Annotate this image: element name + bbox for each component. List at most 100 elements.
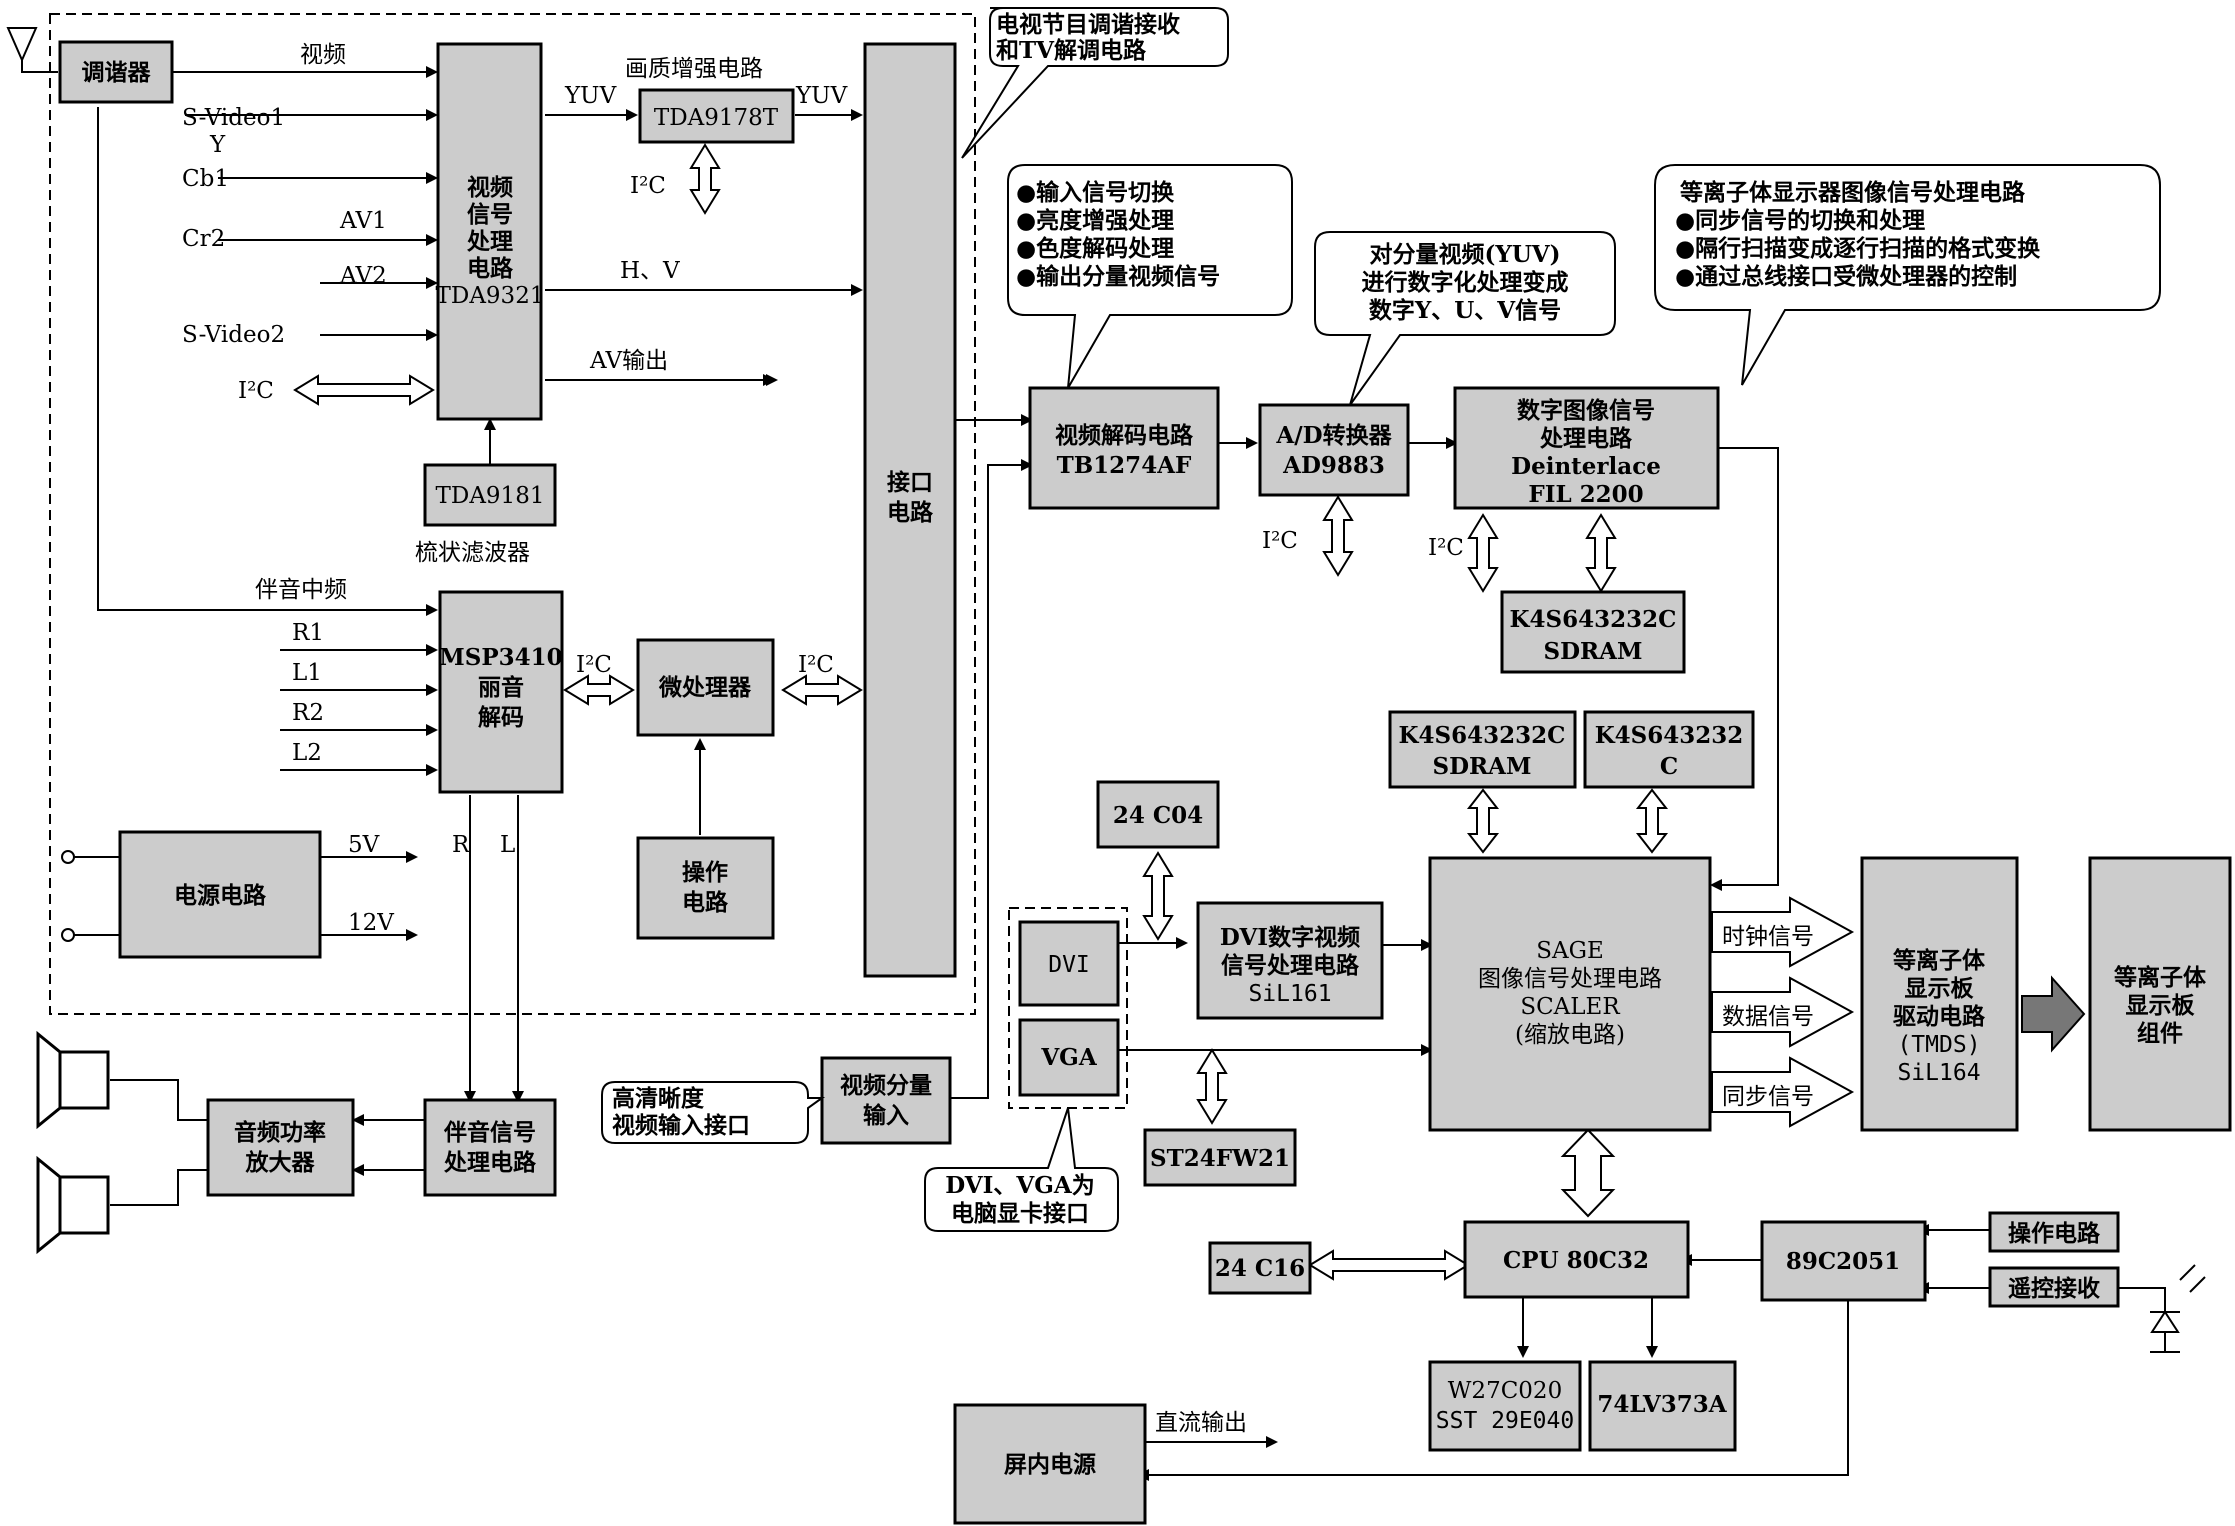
- label-cr2: Cr2: [182, 226, 225, 252]
- operation-circuit-block: 操作 电路: [636, 836, 775, 940]
- interface-line: 电路: [887, 499, 934, 526]
- callout-tuning: 电视节目调谐接收 和TV解调电路: [961, 7, 1229, 159]
- label-l: L: [500, 832, 515, 858]
- vga-label: VGA: [1040, 1044, 1097, 1071]
- label-i2c-5: I²C: [1262, 528, 1298, 554]
- label-yuv-out: YUV: [795, 83, 848, 109]
- label-12v: 12V: [348, 910, 394, 936]
- tda9181-label: TDA9181: [436, 483, 545, 509]
- component-input-line: 视频分量: [840, 1072, 932, 1099]
- label-5v: 5V: [348, 832, 380, 858]
- label-hv: H、V: [620, 258, 680, 284]
- panel-output-arrow: [2021, 975, 2086, 1053]
- label-enhance: 画质增强电路: [625, 56, 763, 82]
- pdp-driver-line: 驱动电路: [1893, 1003, 1986, 1030]
- eeprom-24c16-block: 24 C16: [1208, 1241, 1312, 1295]
- signal-arrows: [1711, 896, 1855, 1128]
- audio-amp-line: 音频功率: [234, 1119, 326, 1146]
- pdp-driver-block: 等离子体 显示板 驱动电路 (TMDS) SiL164: [1860, 856, 2019, 1132]
- interface-line: 接口: [887, 469, 933, 496]
- callout-adc-line: 进行数字化处理变成: [1362, 269, 1569, 296]
- msp3410-line: 丽音: [478, 674, 524, 701]
- label-l2: L2: [292, 740, 322, 766]
- label-i2c-2: I²C: [630, 173, 666, 199]
- label-l1: L1: [292, 660, 322, 686]
- antenna-icon: [6, 27, 58, 73]
- adc-line: AD9883: [1282, 452, 1385, 479]
- component-input-line: 输入: [863, 1102, 909, 1129]
- pdp-panel-block: 等离子体 显示板 组件: [2088, 856, 2232, 1132]
- speaker-icon: [36, 1155, 110, 1255]
- tuner-label: 调谐器: [82, 59, 152, 86]
- operation-circuit2-block: 操作电路: [1988, 1211, 2120, 1253]
- sdram1-line: K4S643232C: [1510, 606, 1677, 633]
- digital-image-processor-block: 数字图像信号 处理电路 Deinterlace FIL 2200: [1453, 386, 1720, 510]
- interface-block: 接口 电路: [863, 42, 957, 978]
- video-proc-line: 处理: [466, 228, 513, 255]
- microprocessor-label: 微处理器: [658, 674, 752, 701]
- tda9178t-block: TDA9178T: [638, 88, 795, 144]
- sound-proc-line: 处理电路: [443, 1149, 537, 1176]
- cpu-block: CPU 80C32: [1463, 1220, 1690, 1299]
- st24fw21-label: ST24FW21: [1150, 1145, 1290, 1172]
- vga-port-block: VGA: [1018, 1018, 1120, 1097]
- eeprom-24c04-label: 24 C04: [1113, 802, 1203, 829]
- audio-amp-line: 放大器: [245, 1149, 316, 1176]
- callout-decoder-line: ●亮度增强处理: [1016, 207, 1174, 234]
- latch-block: 74LV373A: [1588, 1360, 1737, 1452]
- microprocessor-block: 微处理器: [636, 638, 775, 737]
- callout-decoder-line: ●输出分量视频信号: [1016, 263, 1220, 290]
- pdp-panel-line: 等离子体: [2114, 964, 2207, 991]
- callout-adc-line: 数字Y、U、V信号: [1369, 297, 1561, 324]
- panel-power-label: 屏内电源: [1004, 1451, 1096, 1478]
- pdp-driver-line: 等离子体: [1893, 947, 1986, 974]
- callout-hd-line: 视频输入接口: [612, 1112, 750, 1139]
- label-svideo1: S-Video1: [182, 105, 285, 131]
- callout-tuning-line: 和TV解调电路: [996, 37, 1147, 64]
- sound-processor-block: 伴音信号 处理电路: [423, 1098, 557, 1197]
- label-clock: 时钟信号: [1722, 924, 1814, 950]
- remote-label: 遥控接收: [2008, 1275, 2100, 1302]
- pdp-driver-line: (TMDS): [1897, 1032, 1980, 1058]
- callout-pc-line: DVI、VGA为: [945, 1172, 1094, 1199]
- pdp-panel-line: 显示板: [2126, 992, 2196, 1019]
- label-video: 视频: [300, 42, 346, 68]
- sdram1-line: SDRAM: [1544, 638, 1643, 665]
- operation-line: 电路: [682, 889, 729, 916]
- rom-line: SST 29E040: [1436, 1408, 1574, 1434]
- label-sound-if: 伴音中频: [255, 577, 347, 603]
- callout-pdp: 等离子体显示器图像信号处理电路 ●同步信号的切换和处理 ●隔行扫描变成逐行扫描的…: [1654, 164, 2161, 386]
- dvi-port-block: DVI: [1018, 920, 1120, 1007]
- adc-line: A/D转换器: [1275, 422, 1392, 449]
- callout-pc: DVI、VGA为 电脑显卡接口: [924, 1107, 1119, 1232]
- rom-block: W27C020 SST 29E040: [1428, 1360, 1582, 1452]
- sage-line: 图像信号处理电路: [1478, 966, 1662, 992]
- digital-image-line: 处理电路: [1539, 425, 1633, 452]
- label-i2c: I²C: [238, 378, 274, 404]
- speaker-icon: [36, 1030, 110, 1130]
- pdp-driver-line: 显示板: [1905, 975, 1975, 1002]
- eeprom-24c04-block: 24 C04: [1096, 780, 1220, 849]
- label-sync: 同步信号: [1722, 1084, 1814, 1110]
- dvi-chip-line: SiL161: [1248, 981, 1331, 1007]
- sage-line: SAGE: [1536, 938, 1604, 964]
- sdram-block: K4S643232C SDRAM: [1500, 590, 1686, 674]
- sdram2-line: SDRAM: [1433, 753, 1532, 780]
- sdram2-line: K4S643232C: [1399, 722, 1566, 749]
- sage-scaler-block: SAGE 图像信号处理电路 SCALER (缩放电路): [1428, 856, 1712, 1132]
- st24fw21-block: ST24FW21: [1143, 1128, 1297, 1187]
- video-decoder-block: 视频解码电路 TB1274AF: [1028, 386, 1220, 510]
- msp3410-line: 解码: [478, 704, 524, 731]
- video-proc-line: TDA9321: [436, 283, 545, 309]
- label-cb1: Cb1: [182, 166, 229, 192]
- audio-amp-block: 音频功率 放大器: [206, 1098, 355, 1197]
- dvi-chip-block: DVI数字视频 信号处理电路 SiL161: [1196, 901, 1384, 1020]
- label-r1: R1: [292, 620, 324, 646]
- pdp-driver-line: SiL164: [1897, 1060, 1980, 1086]
- callout-decoder-line: ●输入信号切换: [1016, 179, 1175, 206]
- callout-hd: 高清晰度 视频输入接口: [601, 1081, 826, 1144]
- callout-adc: 对分量视频(YUV) 进行数字化处理变成 数字Y、U、V信号: [1314, 231, 1616, 406]
- label-i2c-3: I²C: [576, 652, 612, 678]
- callout-hd-line: 高清晰度: [612, 1085, 705, 1112]
- callout-pdp-line: ●通过总线接口受微处理器的控制: [1675, 263, 2017, 290]
